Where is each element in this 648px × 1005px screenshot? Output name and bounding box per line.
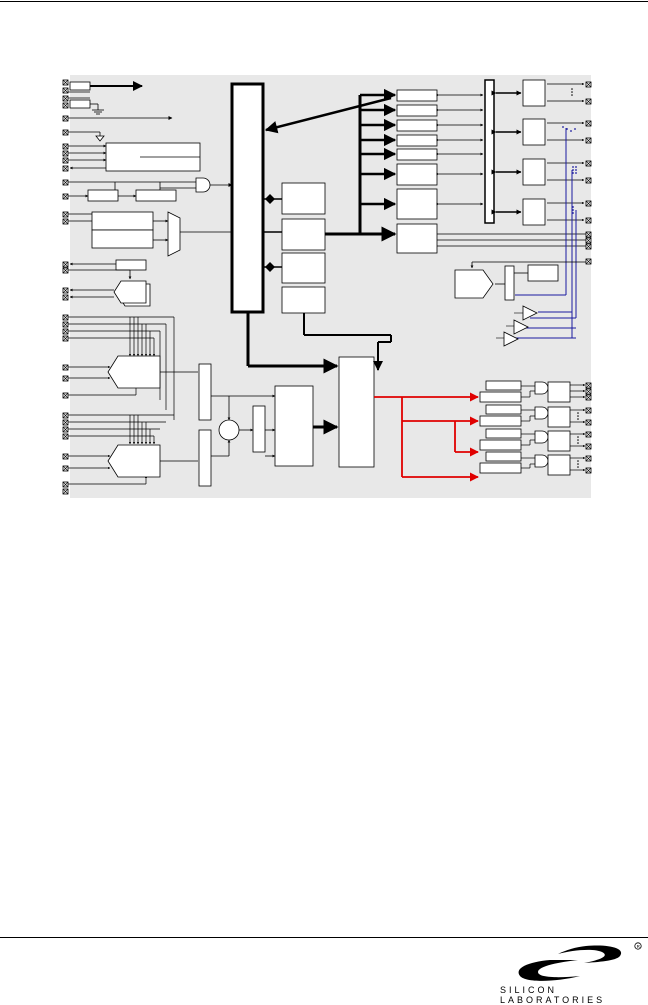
adc2-data-register xyxy=(198,429,212,487)
adder xyxy=(218,419,240,441)
silicon-labs-logo: R SILICON LABORATORIES xyxy=(488,938,648,1005)
vref-block xyxy=(527,264,559,282)
adc2-block xyxy=(107,444,161,478)
block-diagram xyxy=(62,75,592,498)
main-sfr-bus xyxy=(230,82,265,314)
svg-text:R: R xyxy=(637,944,641,949)
left-pins xyxy=(62,79,69,495)
clock-block xyxy=(105,142,201,172)
logo-mark-icon: R xyxy=(518,942,642,981)
adc1-data-register xyxy=(198,363,212,421)
crossbar xyxy=(484,79,495,224)
core-memory-blocks xyxy=(281,182,326,314)
company-logo-text: SILICON LABORATORIES xyxy=(500,985,606,1005)
temp-sensor xyxy=(454,269,494,299)
header-rule xyxy=(0,1,648,2)
oscillator-mux xyxy=(91,211,181,257)
vref-mux xyxy=(504,265,515,301)
footer-rule xyxy=(0,937,648,938)
dma-interface xyxy=(338,356,375,468)
port-blocks xyxy=(522,79,546,226)
accumulator xyxy=(252,405,266,453)
pwm-registers xyxy=(479,380,522,474)
peripheral-registers xyxy=(396,89,438,254)
adc1-block xyxy=(107,355,161,389)
dma-block xyxy=(274,385,314,467)
comparators xyxy=(503,305,538,347)
